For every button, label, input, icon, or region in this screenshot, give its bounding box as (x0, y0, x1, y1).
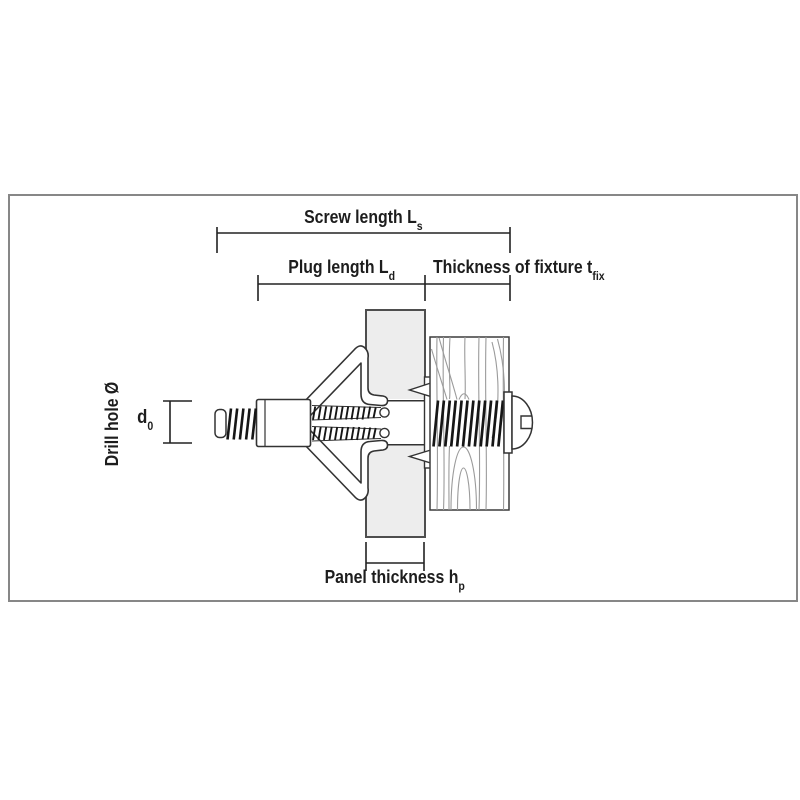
label-d0-symbol: d0 (136, 407, 154, 433)
screw-threads-wood (432, 400, 505, 447)
screw-head (503, 391, 534, 454)
dim-plug-fixture (257, 275, 511, 301)
screw-tip (214, 408, 258, 440)
dim-panel-thickness (365, 542, 425, 571)
leg-hook-bottom (379, 427, 390, 439)
label-fixture-thickness: Thickness of fixture tfix (433, 257, 605, 283)
label-panel-thickness: Panel thickness hp (324, 567, 466, 593)
panel (363, 309, 428, 538)
label-screw-length: Screw length Ls (304, 207, 423, 233)
screw-threads-inner (311, 405, 390, 442)
dimension-lines (163, 227, 511, 571)
screw-dome (511, 395, 534, 450)
anchor-sleeve (255, 398, 312, 448)
screw-washer (503, 391, 513, 454)
leg-hook-top (379, 407, 390, 418)
screw-slot (520, 415, 533, 430)
label-plug-length: Plug length Ld (288, 257, 395, 283)
dim-screw-length (216, 227, 511, 253)
dim-drill-hole (163, 400, 192, 444)
screw-threads-tip (226, 408, 258, 440)
